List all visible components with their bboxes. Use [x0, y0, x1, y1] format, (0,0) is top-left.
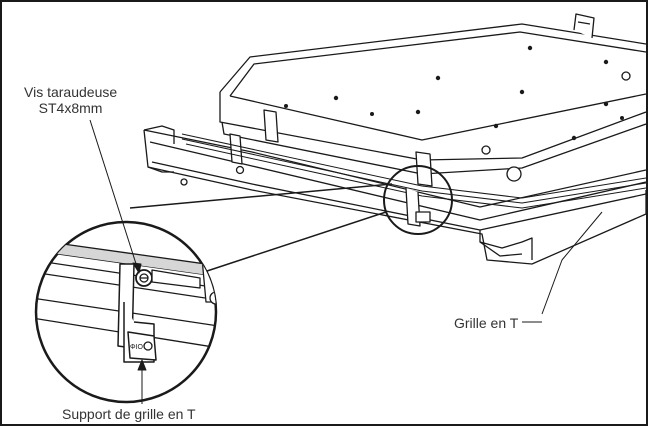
detail-magnified-view [34, 220, 218, 404]
t-grid-frame [143, 125, 646, 265]
leader-lines [89, 119, 603, 404]
grid-leader [541, 211, 603, 315]
t-grid-support-label: Support de grille en T [62, 406, 196, 423]
panel-feet-dots [284, 45, 624, 141]
screw-label: Vis taraudeuse ST4x8mm [24, 84, 117, 116]
panel-body [219, 13, 646, 187]
support-arrow [137, 359, 147, 371]
callout-leader [203, 211, 387, 273]
t-grid-label: Grille en T [454, 315, 519, 332]
bracket-mark: ΦIO [130, 344, 144, 351]
track [181, 133, 646, 209]
detail-callout-small [383, 165, 453, 235]
screw-label-line2: ST4x8mm [38, 100, 103, 116]
screw-leader [89, 119, 139, 271]
screw-arrow [132, 262, 142, 274]
callout-leader [129, 183, 393, 209]
screw-label-line1: Vis taraudeuse [24, 84, 118, 100]
